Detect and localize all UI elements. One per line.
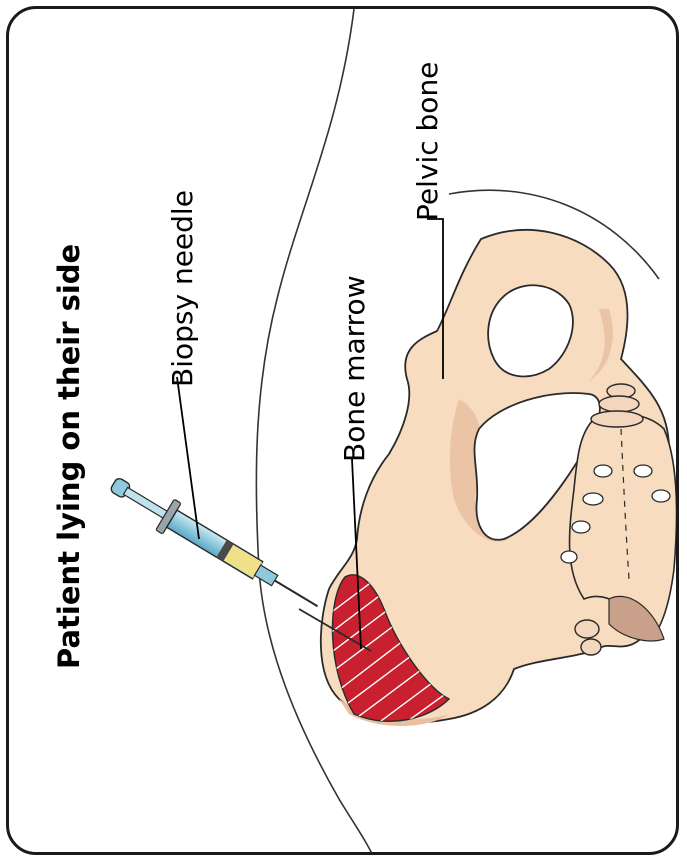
biopsy-syringe <box>104 468 327 621</box>
needle-label: Biopsy needle <box>166 190 199 387</box>
diagram-frame: Patient lying on their side Biopsy needl… <box>6 6 679 855</box>
pelvis-label: Pelvic bone <box>411 62 444 221</box>
marrow-label: Bone marrow <box>338 275 371 462</box>
diagram-title: Patient lying on their side <box>52 244 86 669</box>
pelvis-biopsy-illustration: Patient lying on their side Biopsy needl… <box>9 9 679 855</box>
